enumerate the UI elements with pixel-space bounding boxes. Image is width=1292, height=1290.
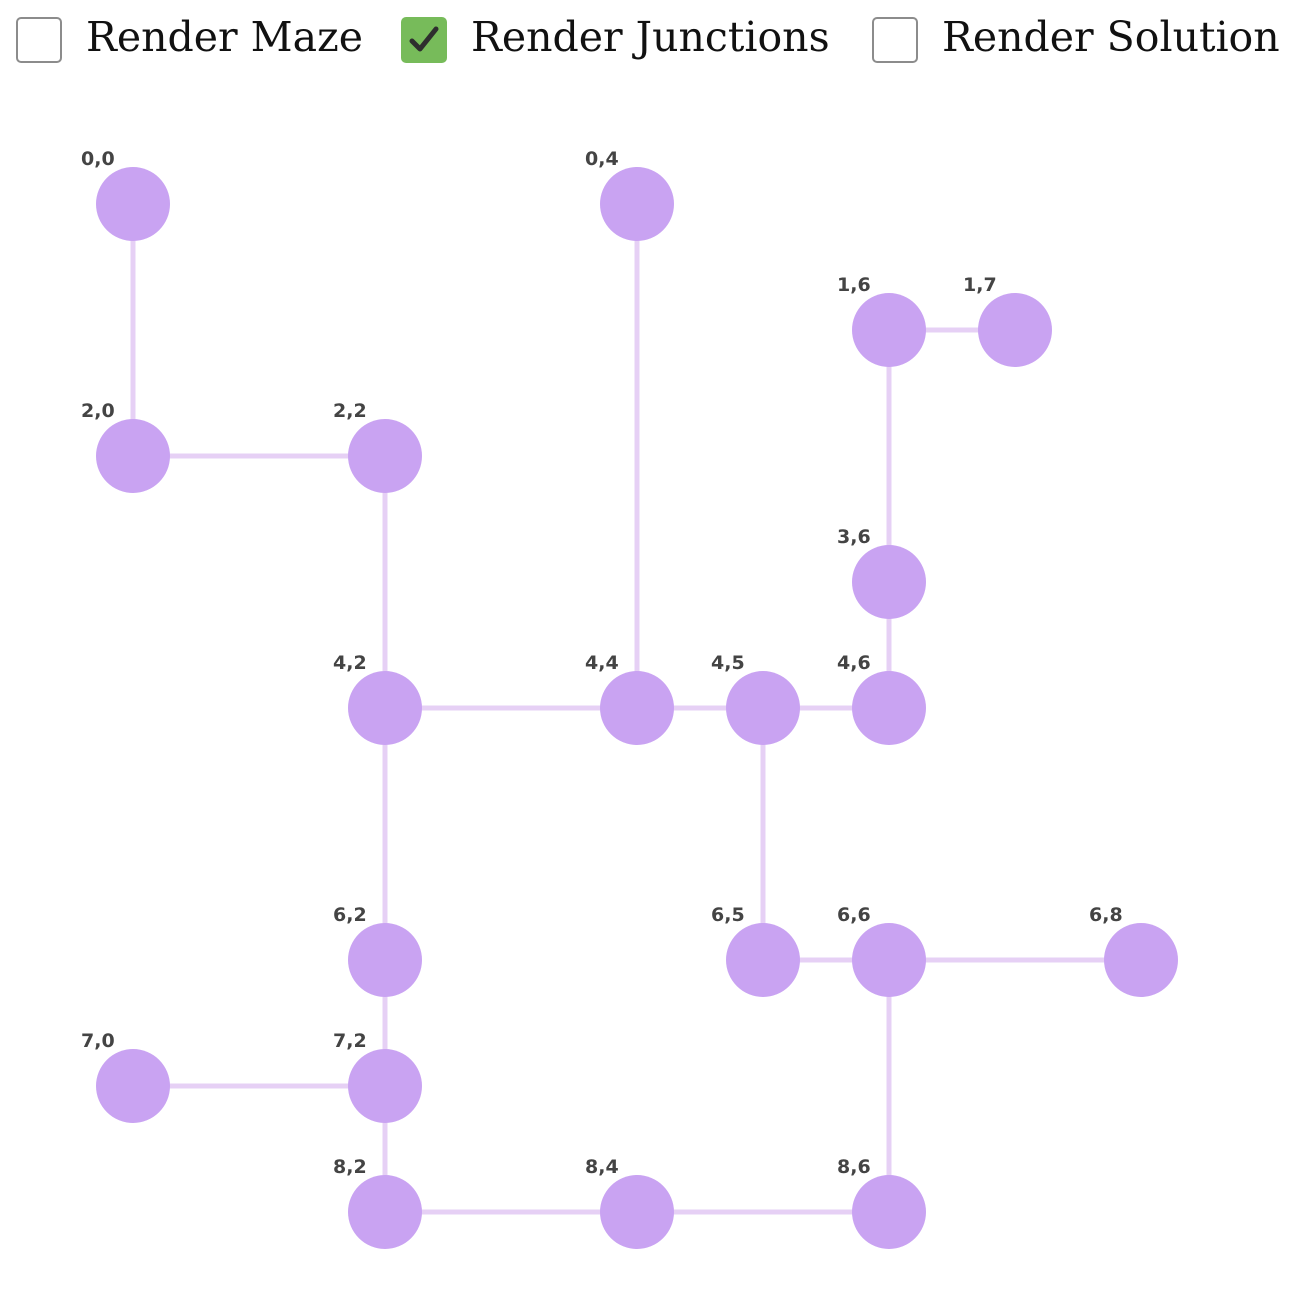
- junction-label: 0,0: [81, 148, 115, 170]
- junction-label: 7,0: [81, 1030, 115, 1052]
- junction-node: 6,5: [711, 904, 800, 997]
- render-maze-checkbox[interactable]: [16, 17, 62, 63]
- junction-node: 6,2: [333, 904, 422, 997]
- junction-circle: [852, 671, 926, 745]
- render-junctions-checkbox[interactable]: [401, 17, 447, 63]
- checkmark-icon: [409, 26, 439, 52]
- junction-node: 4,2: [333, 652, 422, 745]
- junction-circle: [348, 1175, 422, 1249]
- junction-circle: [726, 923, 800, 997]
- junction-label: 4,5: [711, 652, 745, 674]
- junction-node: 2,0: [81, 400, 170, 493]
- junction-circle: [852, 545, 926, 619]
- junction-label: 4,2: [333, 652, 367, 674]
- junction-circle: [600, 1175, 674, 1249]
- junction-label: 7,2: [333, 1030, 367, 1052]
- junction-label: 6,2: [333, 904, 367, 926]
- junction-node: 2,2: [333, 400, 422, 493]
- junction-circle: [600, 167, 674, 241]
- junction-circle: [852, 923, 926, 997]
- junction-circle: [348, 419, 422, 493]
- junction-circle: [852, 1175, 926, 1249]
- junction-label: 6,8: [1089, 904, 1123, 926]
- junction-label: 6,5: [711, 904, 745, 926]
- junction-node: 4,5: [711, 652, 800, 745]
- junction-node: 6,8: [1089, 904, 1178, 997]
- render-solution-checkbox[interactable]: [872, 17, 918, 63]
- junction-circle: [600, 671, 674, 745]
- junction-label: 3,6: [837, 526, 871, 548]
- junction-label: 1,7: [963, 274, 997, 296]
- junction-node: 1,7: [963, 274, 1052, 367]
- junction-circle: [96, 167, 170, 241]
- junction-label: 0,4: [585, 148, 619, 170]
- junction-label: 8,4: [585, 1156, 619, 1178]
- junction-circle: [726, 671, 800, 745]
- render-options-toolbar: Render Maze Render Junctions Render Solu…: [0, 0, 1292, 80]
- junction-node: 4,6: [837, 652, 926, 745]
- junction-node: 4,4: [585, 652, 674, 745]
- junction-circle: [852, 293, 926, 367]
- junction-node: 1,6: [837, 274, 926, 367]
- render-solution-label[interactable]: Render Solution: [942, 13, 1280, 61]
- junction-label: 2,0: [81, 400, 115, 422]
- junction-node: 0,0: [81, 148, 170, 241]
- junction-node: 0,4: [585, 148, 674, 241]
- junction-circle: [348, 1049, 422, 1123]
- junction-circle: [978, 293, 1052, 367]
- junction-circle: [348, 923, 422, 997]
- junction-node: 3,6: [837, 526, 926, 619]
- junction-node: 8,6: [837, 1156, 926, 1249]
- junction-node: 7,0: [81, 1030, 170, 1123]
- junction-label: 4,6: [837, 652, 871, 674]
- junction-circle: [1104, 923, 1178, 997]
- junction-label: 4,4: [585, 652, 619, 674]
- junction-nodes: 0,0 0,4 1,6 1,7 2,0 2,2 3,6 4,2 4,4 4,5 4,6 6,2 6,5 6…: [81, 148, 1178, 1249]
- junction-node: 6,6: [837, 904, 926, 997]
- junction-label: 2,2: [333, 400, 367, 422]
- junction-label: 1,6: [837, 274, 871, 296]
- junction-node: 7,2: [333, 1030, 422, 1123]
- junction-node: 8,4: [585, 1156, 674, 1249]
- junction-label: 8,6: [837, 1156, 871, 1178]
- junction-circle: [348, 671, 422, 745]
- render-junctions-label[interactable]: Render Junctions: [471, 13, 830, 61]
- junction-node: 8,2: [333, 1156, 422, 1249]
- junction-circle: [96, 419, 170, 493]
- render-maze-label[interactable]: Render Maze: [86, 13, 363, 61]
- junction-circle: [96, 1049, 170, 1123]
- junction-label: 6,6: [837, 904, 871, 926]
- junction-label: 8,2: [333, 1156, 367, 1178]
